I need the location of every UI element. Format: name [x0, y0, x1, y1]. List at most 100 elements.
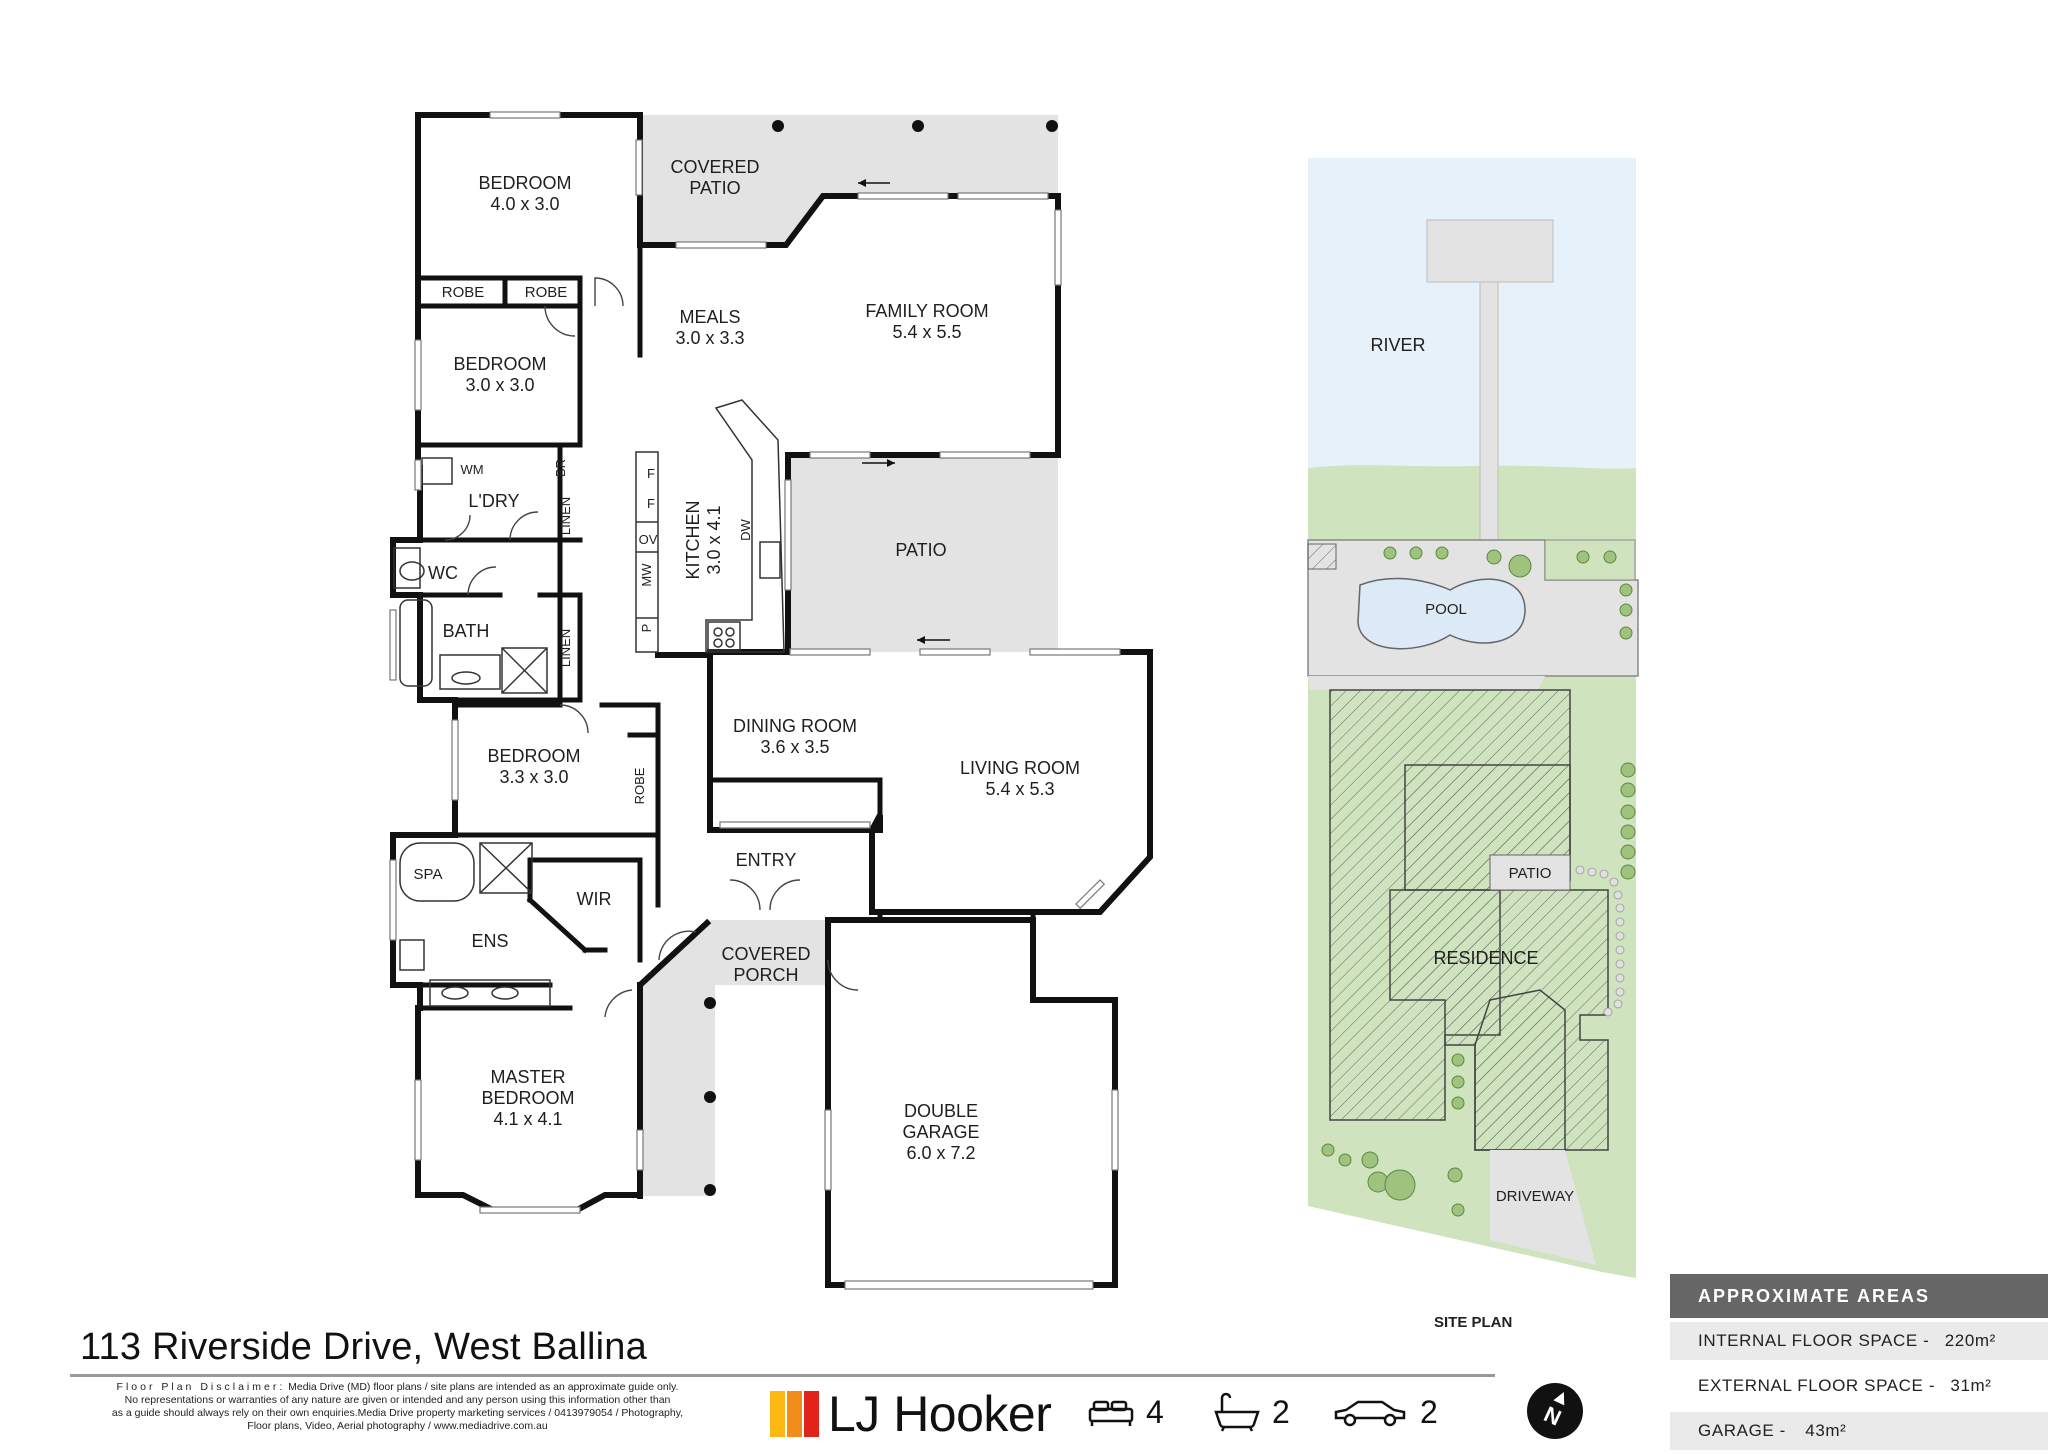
family-room-size: 5.4 x 5.5: [892, 322, 961, 342]
external-area-label: EXTERNAL FLOOR SPACE -: [1698, 1376, 1936, 1395]
laundry-label: L'DRY: [468, 491, 519, 511]
covered-patio-line2: PATIO: [689, 178, 740, 198]
river-label: RIVER: [1370, 335, 1425, 355]
pool-label: POOL: [1425, 601, 1467, 618]
garage-area-value: 43m²: [1805, 1421, 1847, 1440]
microwave-label: MW: [639, 563, 654, 587]
robe-label-1: ROBE: [442, 284, 485, 301]
address-divider: [70, 1374, 1495, 1377]
external-area-row: EXTERNAL FLOOR SPACE - 31m²: [1670, 1367, 2048, 1405]
brand-name: LJ Hooker: [828, 1386, 1052, 1442]
family-room-name: FAMILY ROOM: [865, 301, 988, 321]
garage-area-row: GARAGE - 43m²: [1670, 1412, 2048, 1450]
bedroom-2-size: 3.0 x 3.0: [465, 375, 534, 395]
linen-label-1: LINEN: [558, 497, 573, 535]
master-bedroom-line1: MASTER: [490, 1067, 565, 1087]
living-room-size: 5.4 x 5.3: [985, 779, 1054, 799]
dining-room-name: DINING ROOM: [733, 716, 857, 736]
internal-area-row: INTERNAL FLOOR SPACE - 220m²: [1670, 1322, 2048, 1360]
patio-posts: [704, 120, 1058, 1196]
linen-label-2: LINEN: [558, 629, 573, 667]
site-patio: [1489, 854, 1571, 891]
master-bedroom-line2: BEDROOM: [481, 1088, 574, 1108]
kitchen-name: KITCHEN: [683, 500, 703, 579]
disclaimer-title: Floor Plan Disclaimer:: [116, 1381, 286, 1393]
lj-hooker-logo: LJ Hooker: [770, 1386, 1052, 1442]
disclaimer-line3: as a guide should always rely on their o…: [111, 1407, 684, 1419]
doors: [444, 277, 859, 1018]
site-plan: RIVER POOL PATIO RESIDENCE DRIVEWAY: [1307, 158, 1639, 1278]
robe-label-3: ROBE: [632, 767, 647, 804]
bedrooms-feature: 4: [1088, 1390, 1164, 1434]
meals-size: 3.0 x 3.3: [675, 328, 744, 348]
covered-porch-line2: PORCH: [733, 965, 798, 985]
wc-label: WC: [428, 563, 458, 583]
bathtub-icon: [1214, 1392, 1260, 1432]
site-patio-label: PATIO: [1509, 865, 1552, 882]
patio-area: [788, 455, 1058, 652]
covered-patio-line1: COVERED: [670, 157, 759, 177]
car-icon: [1334, 1400, 1406, 1427]
internal-area-label: INTERNAL FLOOR SPACE -: [1698, 1331, 1930, 1350]
river-area: [1308, 158, 1636, 468]
kitchen-size: 3.0 x 4.1: [704, 505, 724, 574]
patio-label: PATIO: [895, 540, 946, 560]
stepping-stones: [1575, 865, 1625, 1017]
fridge-label-1: F: [647, 466, 655, 481]
jetty-walkway: [1479, 281, 1499, 541]
bedroom-3-size: 3.3 x 3.0: [499, 767, 568, 787]
bathrooms-feature: 2: [1214, 1390, 1290, 1434]
room-labels: BEDROOM 4.0 x 3.0 COVERED PATIO ROBE ROB…: [414, 157, 1080, 1163]
north-compass: N: [1526, 1382, 1584, 1445]
floor-plan: BEDROOM 4.0 x 3.0 COVERED PATIO ROBE ROB…: [389, 111, 1153, 1290]
double-garage-line2: GARAGE: [902, 1122, 979, 1142]
double-garage-line1: DOUBLE: [904, 1101, 978, 1121]
dining-room-size: 3.6 x 3.5: [760, 737, 829, 757]
double-garage-size: 6.0 x 7.2: [906, 1143, 975, 1163]
living-room-name: LIVING ROOM: [960, 758, 1080, 778]
robe-label-2: ROBE: [525, 284, 568, 301]
entry-label: ENTRY: [736, 850, 797, 870]
dishwasher-label: DW: [738, 518, 753, 540]
br-label: BR: [553, 459, 568, 477]
covered-porch-area: [640, 920, 830, 1196]
covered-patio-area: [640, 115, 1058, 245]
cars-feature: 2: [1332, 1390, 1438, 1434]
bedrooms-count: 4: [1146, 1393, 1164, 1430]
site-plan-label: SITE PLAN: [1434, 1314, 1513, 1331]
covered-porch-line1: COVERED: [721, 944, 810, 964]
internal-area-value: 220m²: [1944, 1331, 1996, 1350]
bed-icon: [1088, 1400, 1134, 1426]
residence-label: RESIDENCE: [1433, 948, 1538, 968]
kitchen-benches: [635, 399, 785, 653]
bedroom-nw-name: BEDROOM: [478, 173, 571, 193]
sliding-door-arrows: [858, 179, 950, 644]
disclaimer-line1: Media Drive (MD) floor plans / site plan…: [288, 1381, 679, 1393]
fridge-label-2: F: [647, 496, 655, 511]
lj-hooker-mark-icon: [770, 1391, 819, 1437]
approximate-areas-heading: APPROXIMATE AREAS: [1670, 1274, 2048, 1318]
pool-shape: [1357, 577, 1526, 650]
master-bedroom-size: 4.1 x 4.1: [493, 1109, 562, 1129]
bedroom-3-name: BEDROOM: [487, 746, 580, 766]
garage-area-label: GARAGE -: [1698, 1421, 1786, 1440]
floor-plan-disclaimer: Floor Plan Disclaimer: Media Drive (MD) …: [70, 1381, 725, 1433]
external-area-value: 31m²: [1950, 1376, 1992, 1395]
property-address: 113 Riverside Drive, West Ballina: [80, 1326, 647, 1368]
bath-label: BATH: [443, 621, 490, 641]
wir-label: WIR: [577, 889, 612, 909]
oven-label: OV: [639, 532, 658, 547]
bedroom-2-name: BEDROOM: [453, 354, 546, 374]
pantry-label: P: [639, 624, 654, 633]
meals-name: MEALS: [679, 307, 740, 327]
windows: [389, 111, 1121, 1290]
bedroom-nw-size: 4.0 x 3.0: [490, 194, 559, 214]
ens-label: ENS: [471, 931, 508, 951]
jetty: [1426, 219, 1554, 283]
bathroom-fittings: [393, 457, 551, 1007]
driveway-area: [1490, 1150, 1596, 1265]
cars-count: 2: [1420, 1393, 1438, 1430]
north-arrow-icon: N: [1527, 1383, 1583, 1439]
wm-label: WM: [460, 462, 483, 477]
garden-shrubs: [1321, 546, 1636, 1217]
